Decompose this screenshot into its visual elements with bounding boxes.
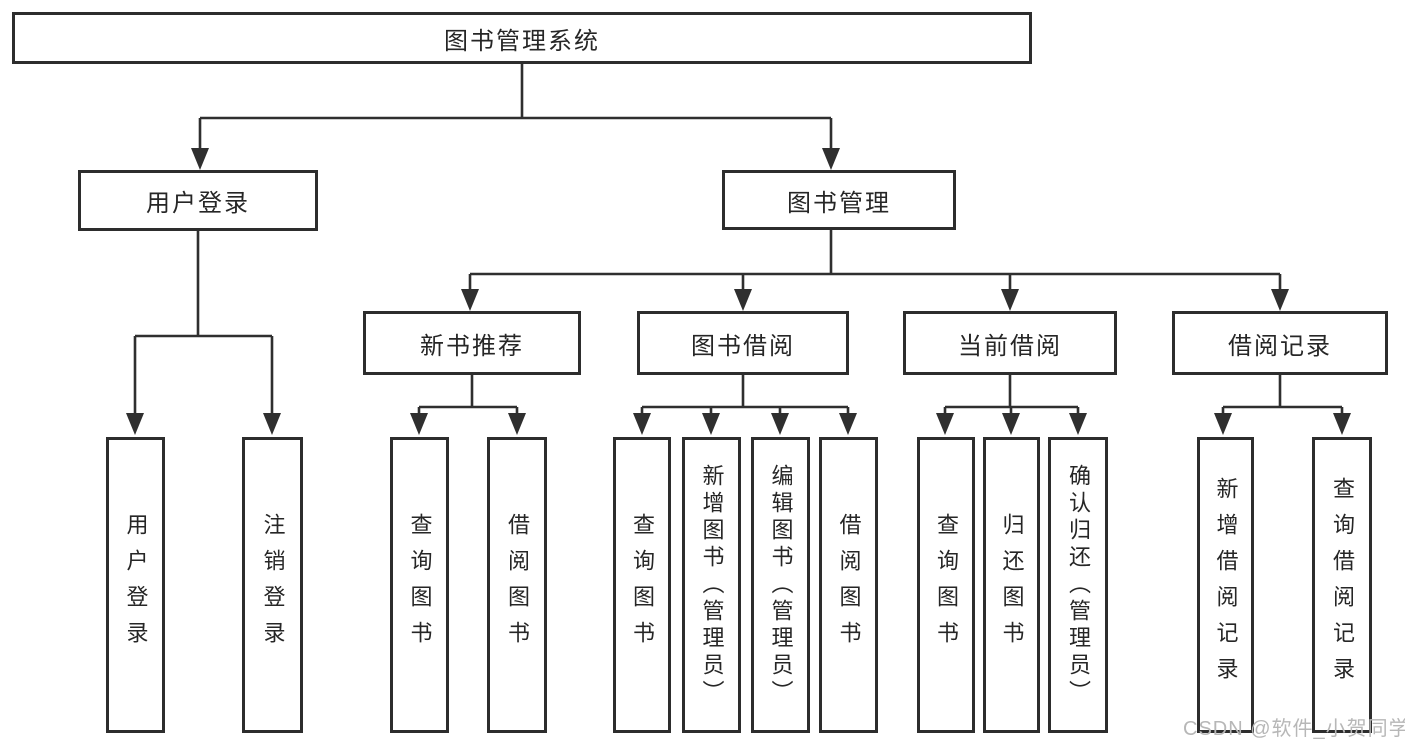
leaf-edit-books-admin: 编辑图书（管理员） [751,437,810,733]
leaf-add-books-admin: 新增图书（管理员） [682,437,741,733]
node-borrow-records: 借阅记录 [1172,311,1388,375]
node-current-borrow-label: 当前借阅 [958,332,1062,360]
leaf-logout-label: 注销登录 [260,513,286,657]
node-new-book-recommend: 新书推荐 [363,311,581,375]
leaf-borrow-query-books: 查询图书 [613,437,671,733]
node-borrow-records-label: 借阅记录 [1228,332,1332,360]
leaf-current-query-books-label: 查询图书 [934,513,959,657]
leaf-logout: 注销登录 [242,437,303,733]
leaf-return-books-label: 归还图书 [999,513,1025,657]
node-new-book-recommend-label: 新书推荐 [420,332,524,360]
leaf-return-books: 归还图书 [983,437,1040,733]
csdn-watermark: CSDN @软件_小贺同学 [1183,718,1405,740]
leaf-user-login: 用户登录 [106,437,165,733]
leaf-recommend-borrow-books-label: 借阅图书 [505,513,530,657]
node-user-login: 用户登录 [78,170,318,231]
connector-borrow-records-to-leaves [1221,375,1344,418]
leaf-borrow-books: 借阅图书 [819,437,878,733]
node-current-borrow: 当前借阅 [903,311,1117,375]
node-book-borrow-label: 图书借阅 [691,332,795,360]
connector-root-to-level2 [198,64,833,150]
node-root-label: 图书管理系统 [444,27,600,55]
leaf-recommend-query-books-label: 查询图书 [407,513,433,657]
leaf-user-login-label: 用户登录 [123,513,149,657]
leaf-confirm-return-admin: 确认归还（管理员） [1048,437,1108,733]
node-user-login-label: 用户登录 [146,190,250,217]
connector-book-borrow-to-leaves [640,375,850,418]
leaf-add-borrow-record-label: 新增借阅记录 [1213,477,1239,693]
arrowheads [126,148,1351,435]
leaf-recommend-query-books: 查询图书 [390,437,449,733]
connector-book-mgmt-to-level3 [468,230,1282,295]
node-book-management: 图书管理 [722,170,956,230]
leaf-query-borrow-record-label: 查询借阅记录 [1330,477,1355,693]
node-root: 图书管理系统 [12,12,1032,64]
leaf-add-borrow-record: 新增借阅记录 [1197,437,1254,733]
connector-new-book-to-leaves [417,375,519,418]
leaf-current-query-books: 查询图书 [917,437,975,733]
leaf-recommend-borrow-books: 借阅图书 [487,437,547,733]
leaf-edit-books-admin-label: 编辑图书（管理员） [768,463,794,707]
leaf-query-borrow-record: 查询借阅记录 [1312,437,1372,733]
connector-current-borrow-to-leaves [943,375,1080,418]
leaf-add-books-admin-label: 新增图书（管理员） [699,463,725,707]
node-book-borrow: 图书借阅 [637,311,849,375]
node-book-management-label: 图书管理 [787,189,891,217]
leaf-confirm-return-admin-label: 确认归还（管理员） [1066,463,1091,707]
leaf-borrow-books-label: 借阅图书 [836,513,862,657]
leaf-borrow-query-books-label: 查询图书 [630,513,655,657]
connector-user-login-to-leaves [133,231,274,416]
